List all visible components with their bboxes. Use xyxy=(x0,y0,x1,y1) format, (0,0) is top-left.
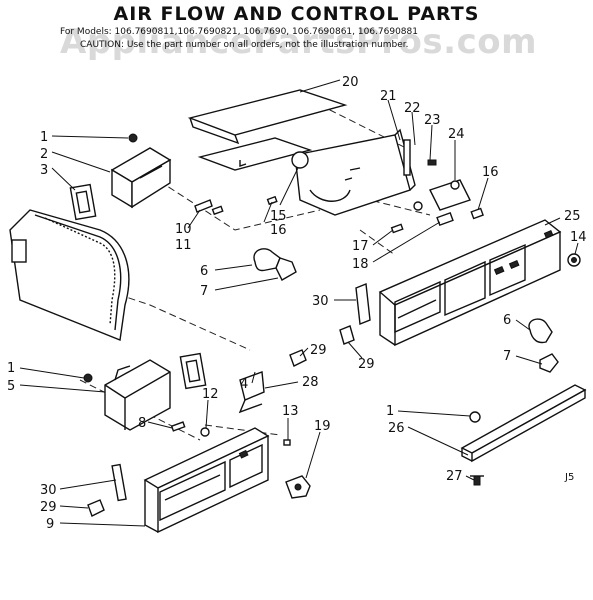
diagram-code: J5 xyxy=(565,472,575,483)
callout-12: 12 xyxy=(202,387,219,402)
callout-16: 16 xyxy=(482,165,499,180)
light-bulb-upper xyxy=(253,248,297,281)
bracket-upper xyxy=(289,283,371,367)
callout-15: 15 xyxy=(270,209,287,224)
callout-3: 3 xyxy=(40,163,48,178)
callout-11: 11 xyxy=(175,238,192,253)
callout-8: 8 xyxy=(138,416,146,431)
callout-6-lower: 6 xyxy=(503,313,511,328)
callout-29-lower: 29 xyxy=(40,500,57,515)
air-duct-housing xyxy=(9,209,130,341)
callout-13: 13 xyxy=(282,404,299,419)
callout-7-lower: 7 xyxy=(503,349,511,364)
callout-22: 22 xyxy=(404,101,421,116)
callout-23: 23 xyxy=(424,113,441,128)
thermostat-knob-lower xyxy=(170,421,311,499)
light-bulb-lower xyxy=(528,318,559,373)
page-title: AIR FLOW AND CONTROL PARTS xyxy=(113,3,480,25)
gasket xyxy=(69,183,97,221)
callout-29-b: 29 xyxy=(358,357,375,372)
callout-24: 24 xyxy=(448,127,465,142)
callout-16-lower: 16 xyxy=(270,223,287,238)
callout-27: 27 xyxy=(446,469,463,484)
lower-light-housing xyxy=(83,352,207,431)
lower-control-panel xyxy=(87,427,270,534)
callout-5: 5 xyxy=(7,379,15,394)
callout-9: 9 xyxy=(46,517,54,532)
callout-19: 19 xyxy=(314,419,331,434)
callout-7: 7 xyxy=(200,284,208,299)
callout-30: 30 xyxy=(312,294,329,309)
callout-1-grille: 1 xyxy=(386,404,394,419)
callout-17: 17 xyxy=(352,239,369,254)
callout-25: 25 xyxy=(564,209,581,224)
callout-14: 14 xyxy=(570,230,587,245)
callout-1: 1 xyxy=(40,130,48,145)
leader-lines xyxy=(19,79,579,527)
callout-18: 18 xyxy=(352,257,369,272)
watermark: AppliancePartsPros.com xyxy=(60,22,538,62)
callout-4: 4 xyxy=(240,377,248,392)
switch-housing xyxy=(110,133,172,209)
air-grille xyxy=(460,384,587,486)
damper-bracket xyxy=(291,128,416,216)
air-duct-cover xyxy=(187,89,348,171)
models-line: For Models: 106.7690811,106.7690821, 106… xyxy=(60,27,418,37)
callout-21: 21 xyxy=(380,89,397,104)
thermostat-knob-upper xyxy=(567,253,581,267)
control-mount xyxy=(413,159,484,227)
callout-28: 28 xyxy=(302,375,319,390)
callout-2: 2 xyxy=(40,147,48,162)
callout-29: 29 xyxy=(310,343,327,358)
callout-30-lower: 30 xyxy=(40,483,57,498)
upper-control-panel xyxy=(378,219,562,347)
caution-line: CAUTION: Use the part number on all orde… xyxy=(80,40,409,50)
callout-labels: 1 2 3 20 21 22 23 24 16 25 14 10 11 15 1… xyxy=(7,75,587,532)
callout-6: 6 xyxy=(200,264,208,279)
callout-26: 26 xyxy=(388,421,405,436)
callout-20: 20 xyxy=(342,75,359,90)
callout-10: 10 xyxy=(175,222,192,237)
callout-1-lower: 1 xyxy=(7,361,15,376)
